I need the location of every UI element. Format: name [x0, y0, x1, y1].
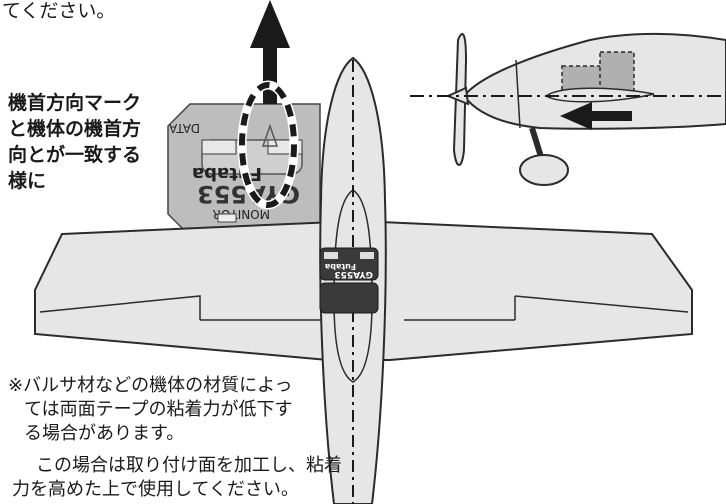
gyro-small-brand: Futaba	[325, 262, 356, 271]
airplane-top-view: Futaba GYA553	[34, 56, 693, 504]
note2-line-1: この場合は取り付け面を加工し、粘着	[36, 455, 342, 476]
airplane-side-view	[410, 32, 726, 186]
nose-mark-triangle-icon	[261, 123, 279, 147]
gyro-big-data-label: DATA	[168, 121, 200, 135]
callout-line-1: 機首方向マーク	[8, 92, 142, 114]
callout-line-4: 様に	[8, 170, 47, 192]
fuselage	[319, 56, 387, 504]
gyro-small-model: GYA553	[334, 269, 373, 279]
note1-line-1: ※バルサ材などの機体の材質によっ	[8, 375, 293, 396]
intro-text: てください。	[2, 0, 116, 22]
note1-line-2: ては両面テープの粘着力が低下す	[24, 399, 293, 420]
callout-line-3: 向とが一致する	[8, 144, 142, 166]
note2-line-2: 力を高めた上で使用してください。	[12, 479, 299, 500]
note1-line-3: る場合があります。	[24, 423, 185, 444]
countermeasure-note: この場合は取り付け面を加工し、粘着 力を高めた上で使用してください。	[12, 454, 366, 502]
alignment-callout: 機首方向マーク と機体の機首方 向とが一致する 様に	[8, 90, 168, 194]
callout-line-2: と機体の機首方	[8, 118, 142, 140]
adhesion-warning-note: ※バルサ材などの機体の材質によっ ては両面テープの粘着力が低下す る場合がありま…	[8, 374, 393, 446]
gyro-sensor-mounted: Futaba GYA553	[319, 247, 379, 314]
